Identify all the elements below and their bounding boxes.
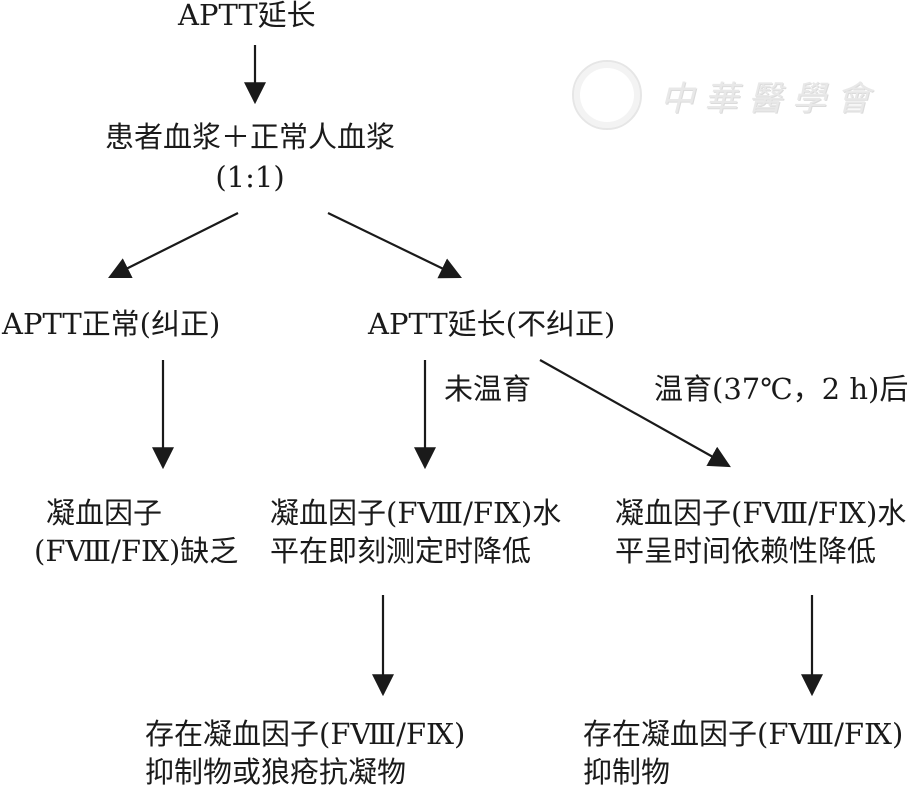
node-timedep-line2: 平呈时间依赖性降低 [615, 534, 877, 568]
node-timedep-line1: 凝血因子(FⅧ/FⅨ)水 [615, 496, 907, 530]
label-no-incubation: 未温育 [444, 372, 532, 406]
watermark: 中華醫學會 [572, 60, 880, 130]
node-immediate-line1: 凝血因子(FⅧ/FⅨ)水 [270, 496, 562, 530]
arrow-mix-to-not-corrected [327, 212, 462, 279]
node-mix-line1: 患者血浆＋正常人血浆 [104, 120, 395, 154]
node-deficiency-line2: (FⅧ/FⅨ)缺乏 [34, 534, 239, 568]
label-incubation: 温育(37℃，2 h)后 [654, 372, 909, 406]
node-result-left-line1: 存在凝血因子(FⅧ/FⅨ) [145, 717, 466, 751]
node-result-left-line2: 抑制物或狼疮抗凝物 [145, 755, 407, 789]
arrow-incubation [539, 359, 731, 468]
node-mix-line2: (1:1) [215, 160, 285, 194]
node-corrected: APTT正常(纠正) [2, 307, 221, 341]
node-deficiency-line1: 凝血因子 [46, 496, 163, 530]
node-result-right-line1: 存在凝血因子(FⅧ/FⅨ) [583, 717, 904, 751]
node-immediate-line2: 平在即刻测定时降低 [270, 534, 532, 568]
node-result-right-line2: 抑制物 [583, 755, 671, 789]
watermark-logo-text: 中華醫學會 [660, 78, 880, 119]
node-aptt-prolonged: APTT延长 [178, 0, 316, 32]
node-not-corrected: APTT延长(不纠正) [368, 307, 616, 341]
arrow-mix-to-corrected [108, 212, 239, 278]
seal-logo-icon [572, 60, 642, 130]
